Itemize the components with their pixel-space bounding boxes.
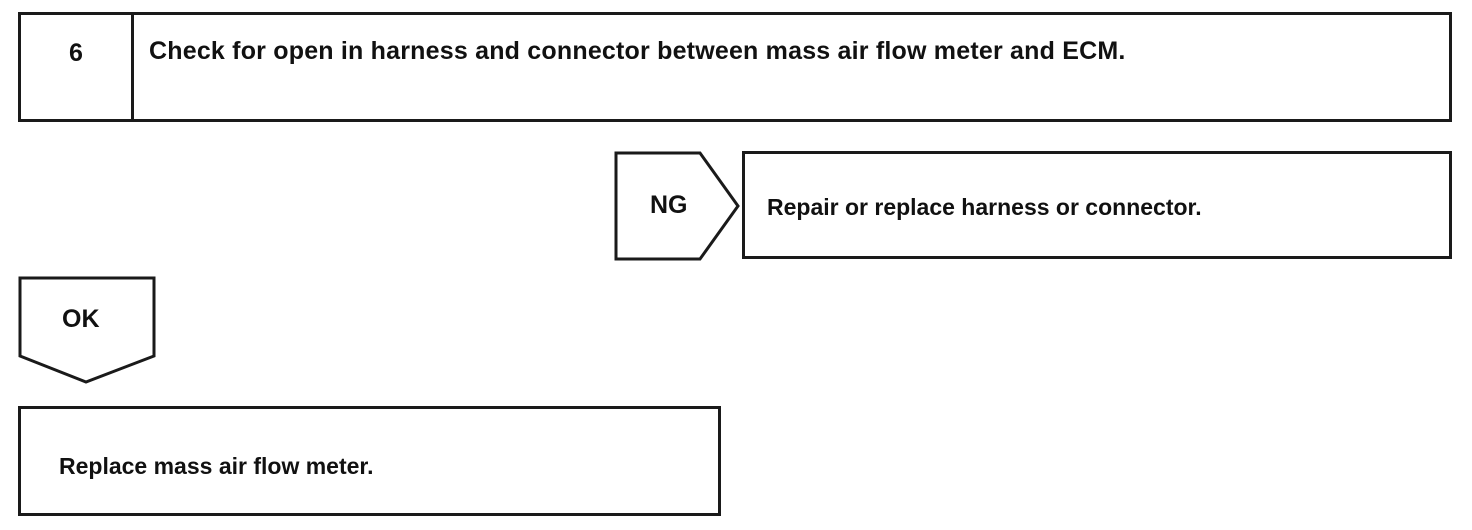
- ok-arrow-shape: [18, 276, 156, 384]
- step-number: 6: [21, 15, 134, 119]
- ng-label: NG: [650, 191, 688, 219]
- ok-action-box: Replace mass air flow meter.: [18, 406, 721, 516]
- ng-arrow-outline: [614, 151, 740, 261]
- ok-action-text: Replace mass air flow meter.: [59, 453, 374, 479]
- step-title: Check for open in harness and connector …: [149, 37, 1126, 65]
- ng-action-box: Repair or replace harness or connector.: [742, 151, 1452, 259]
- ng-action-text: Repair or replace harness or connector.: [767, 194, 1202, 220]
- ok-label: OK: [62, 305, 100, 333]
- step-box: 6 Check for open in harness and connecto…: [18, 12, 1452, 122]
- ng-arrow-shape: [614, 151, 740, 261]
- ok-arrow-outline: [18, 276, 156, 384]
